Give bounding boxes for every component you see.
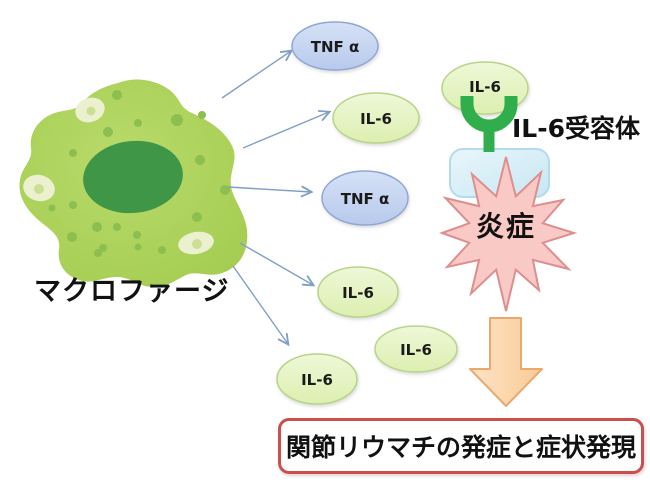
secretion-arrow: [221, 49, 294, 99]
vacuole-dot: [192, 239, 202, 249]
secretion-arrow: [227, 185, 314, 198]
svg-text:IL-6: IL-6: [400, 341, 432, 359]
svg-text:TNF α: TNF α: [311, 38, 360, 56]
secretion-arrow: [239, 242, 316, 287]
svg-text:IL-6: IL-6: [469, 78, 501, 96]
inflammation-starburst: [439, 156, 578, 312]
vacuole-dot: [86, 106, 96, 116]
outcome-box: 関節リウマチの発症と症状発現: [278, 418, 644, 474]
receptor-y-icon: [460, 96, 518, 133]
svg-text:IL-6: IL-6: [342, 284, 374, 302]
vacuole-dot: [34, 184, 44, 194]
cytokine-il6-3: IL-6: [276, 353, 358, 405]
secretion-arrows: [221, 49, 332, 347]
inflammation-label: 炎症: [475, 210, 536, 243]
cytokine-il6-2: IL-6: [317, 266, 399, 318]
svg-text:TNF α: TNF α: [341, 190, 390, 208]
macrophage-label: マクロファージ: [34, 276, 230, 307]
outcome-arrow: [469, 317, 543, 407]
svg-text:IL-6: IL-6: [301, 371, 333, 389]
cytokine-tnf-1: TNF α: [291, 21, 379, 71]
cytokine-tnf-2: TNF α: [321, 170, 409, 226]
macrophage-nucleus: [83, 140, 183, 214]
secretion-arrow: [232, 265, 290, 347]
outcome-label: 関節リウマチの発症と症状発現: [285, 433, 636, 462]
macrophage-illustration: [19, 79, 248, 288]
macrophage-granules: [48, 90, 230, 257]
cytokine-bubbles: TNF α IL-6 TNF α IL-6 IL-6 IL-6: [276, 21, 458, 405]
cytokine-il6-1: IL-6: [332, 92, 420, 144]
cytokine-il6-4: IL-6: [374, 325, 458, 373]
il6-receptor-label: IL-6受容体: [512, 114, 641, 143]
svg-text:IL-6: IL-6: [360, 110, 392, 128]
secretion-arrow: [242, 110, 332, 149]
